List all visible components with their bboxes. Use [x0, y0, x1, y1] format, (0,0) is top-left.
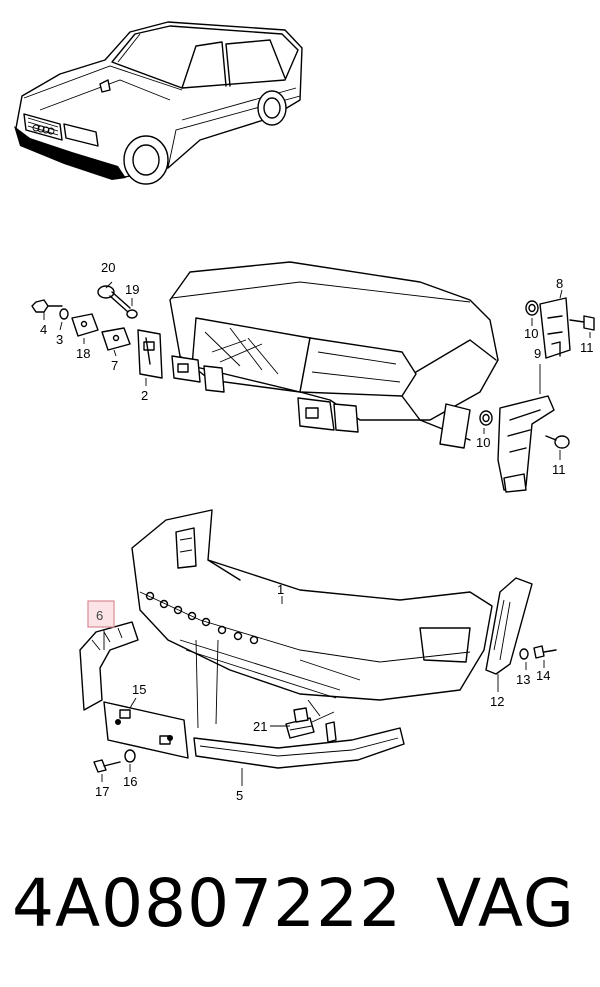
- front-end-assembly: [169, 261, 499, 449]
- callout-4: 4: [40, 322, 47, 337]
- callout-1: 1: [277, 582, 284, 597]
- washer-19: [126, 309, 138, 319]
- callout-16: 16: [123, 774, 137, 789]
- callout-8: 8: [556, 276, 563, 291]
- callout-12: 12: [490, 694, 504, 709]
- callout-17: 17: [95, 784, 109, 799]
- callout-10-upper: 10: [524, 326, 538, 341]
- screw-11-upper: [569, 315, 595, 331]
- callout-19: 19: [125, 282, 139, 297]
- corner-strip-6: [79, 621, 139, 711]
- callout-21: 21: [253, 719, 267, 734]
- callout-11-upper: 11: [580, 340, 594, 355]
- lower-strip-5: [193, 727, 405, 769]
- callout-2: 2: [141, 388, 148, 403]
- leader-lines: [43, 281, 591, 786]
- plate-7: [101, 327, 131, 351]
- callout-6-highlight: [87, 600, 115, 628]
- washer-16: [124, 749, 136, 763]
- screw-11-lower: [545, 435, 570, 449]
- car-illustration: [14, 21, 303, 185]
- callout-14: 14: [536, 668, 550, 683]
- nut-10-lower: [479, 410, 493, 426]
- bumper-assembly: [79, 509, 557, 773]
- callout-15: 15: [132, 682, 146, 697]
- bolt-4: [31, 299, 63, 313]
- callout-9: 9: [534, 346, 541, 361]
- callout-20: 20: [101, 260, 115, 275]
- mount-hardware-left: [31, 285, 163, 379]
- washer-3: [59, 308, 69, 320]
- callout-18: 18: [76, 346, 90, 361]
- callout-3: 3: [56, 332, 63, 347]
- callout-labels: 20 19 4 3 18 7 2 8 10 11 9 10 11 1 6 15 …: [40, 260, 594, 803]
- guide-8: [539, 297, 571, 359]
- footer: 4A0807222 VAG: [0, 860, 600, 970]
- bolt-20: [97, 285, 131, 313]
- part-number: 4A0807222: [12, 865, 403, 942]
- screw-17: [93, 759, 121, 773]
- license-bracket-15: [103, 701, 189, 759]
- plate-18: [71, 313, 99, 337]
- mount-hardware-right: [479, 297, 595, 493]
- guide-9: [497, 395, 555, 493]
- nut-10-upper: [525, 300, 539, 316]
- callout-5: 5: [236, 788, 243, 803]
- bracket-2: [137, 329, 163, 379]
- bumper-cover-1: [131, 509, 493, 701]
- callout-13: 13: [516, 672, 530, 687]
- callout-7: 7: [111, 358, 118, 373]
- callout-6: 6: [96, 608, 103, 623]
- brand-name: VAG: [436, 865, 576, 942]
- callout-11-lower: 11: [552, 462, 566, 477]
- washer-13: [519, 648, 529, 660]
- side-bracket-12: [485, 577, 533, 675]
- clip-21: [285, 707, 337, 743]
- screw-14: [533, 645, 557, 659]
- parts-diagram: 20 19 4 3 18 7 2 8 10 11 9 10 11 1 6 15 …: [14, 21, 595, 803]
- callout-10-lower: 10: [476, 435, 490, 450]
